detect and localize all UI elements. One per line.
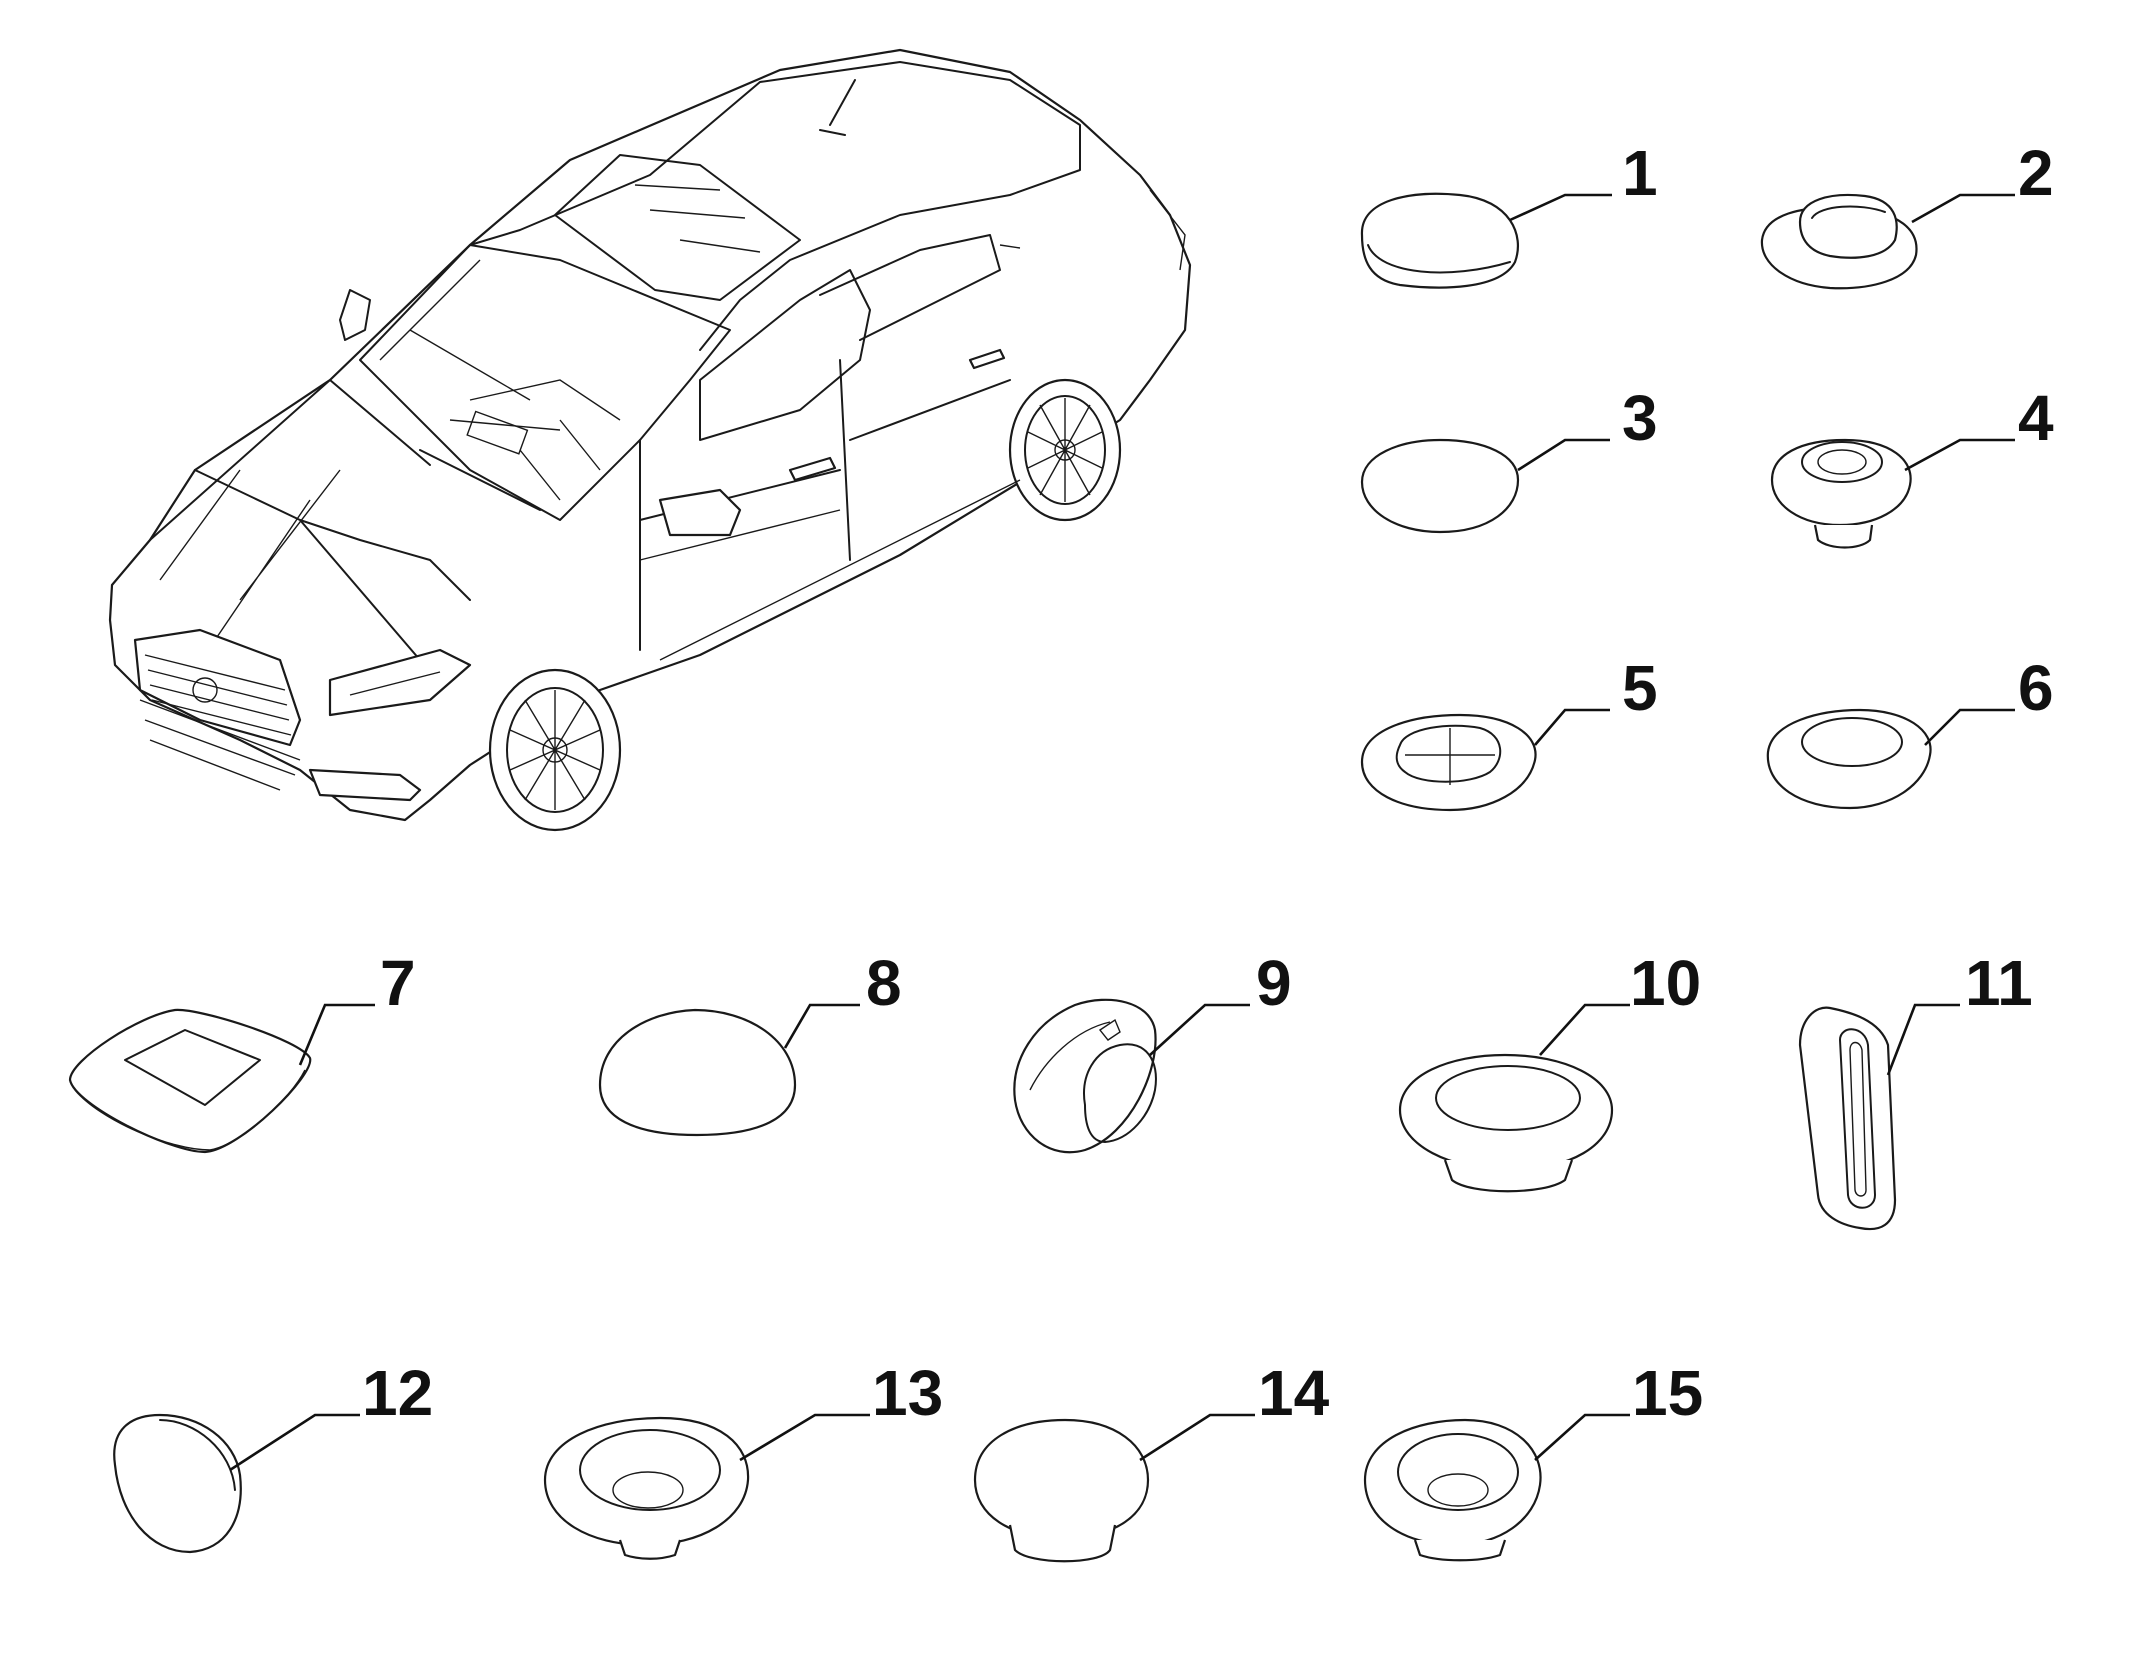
leader-1 [1509,193,1612,222]
callout-9: 9 [1256,947,1292,1019]
part-9-plug [1013,998,1157,1154]
part-11-grommet [1798,1006,1897,1231]
part-15-grommet [1363,1418,1542,1562]
callout-11: 11 [1965,947,2033,1019]
part-10-grommet [1398,1053,1614,1193]
part-13-grommet [543,1416,750,1560]
callout-2: 2 [2018,137,2054,209]
callout-6: 6 [2018,652,2054,724]
leader-15 [1534,1413,1630,1461]
callout-1: 1 [1622,137,1658,209]
leader-12 [229,1413,360,1472]
leader-14 [1139,1413,1255,1462]
callout-13: 13 [872,1357,943,1429]
callout-5: 5 [1622,652,1658,724]
callout-10: 10 [1630,947,1701,1019]
part-1-plug [1360,192,1520,289]
leader-8 [783,1003,860,1049]
leader-10 [1539,1003,1630,1056]
callout-3: 3 [1622,382,1658,454]
callout-numbers: 1 2 3 4 5 6 7 8 9 10 11 12 13 14 15 [362,137,2054,1429]
part-2-plug [1760,193,1918,290]
leader-lines [229,193,2015,1472]
part-12-plug [113,1413,242,1554]
callout-12: 12 [362,1357,433,1429]
callout-14: 14 [1258,1357,1330,1429]
car-illustration [108,48,1192,832]
callout-15: 15 [1632,1357,1703,1429]
part-8-plug [598,1008,797,1137]
leader-9 [1149,1003,1250,1056]
part-5-plug [1360,713,1537,812]
leader-4 [1904,438,2015,472]
callout-8: 8 [866,947,902,1019]
leader-13 [739,1413,870,1462]
leader-5 [1534,708,1610,746]
callout-4: 4 [2018,382,2054,454]
part-7-plug [68,1008,312,1154]
leader-11 [1886,1003,1960,1076]
part-14-plug [973,1418,1150,1563]
leader-7 [298,1003,375,1066]
part-6-grommet [1766,708,1932,810]
part-3-plug [1360,438,1520,534]
leader-2 [1911,193,2015,224]
leader-6 [1924,708,2015,746]
callout-7: 7 [380,947,416,1019]
part-4-grommet [1770,438,1912,549]
leader-3 [1517,438,1610,472]
